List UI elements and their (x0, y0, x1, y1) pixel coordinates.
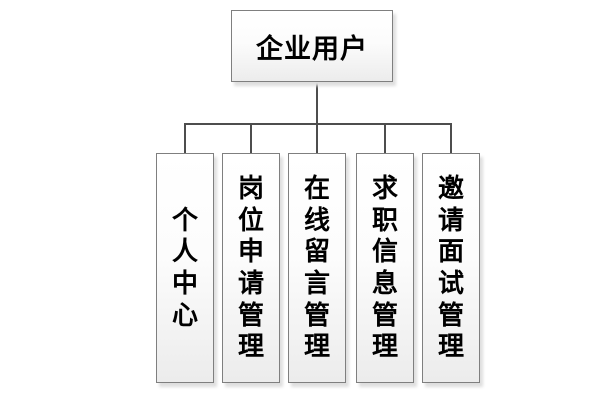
root-node-label: 企业用户 (256, 33, 368, 64)
connector-stub-3 (316, 123, 318, 153)
child-node-job-application-management: 岗位申请管理 (222, 153, 280, 383)
connector-stub-1 (184, 123, 186, 153)
connector-stub-4 (384, 123, 386, 153)
connector-horizontal (184, 123, 452, 125)
root-node-enterprise-user: 企业用户 (231, 10, 393, 82)
child-node-interview-invite-management: 邀请面试管理 (422, 153, 480, 383)
connector-stub-2 (250, 123, 252, 153)
child-node-label: 求职信息管理 (372, 172, 399, 362)
connector-root-vertical (316, 82, 318, 123)
connector-stub-5 (450, 123, 452, 153)
child-node-label: 岗位申请管理 (238, 172, 265, 362)
child-node-label: 个人中心 (172, 204, 199, 330)
child-node-label: 邀请面试管理 (438, 172, 465, 362)
child-node-personal-center: 个人中心 (156, 153, 214, 383)
child-node-online-message-management: 在线留言管理 (288, 153, 346, 383)
child-node-job-seek-info-management: 求职信息管理 (356, 153, 414, 383)
child-node-label: 在线留言管理 (304, 172, 331, 362)
